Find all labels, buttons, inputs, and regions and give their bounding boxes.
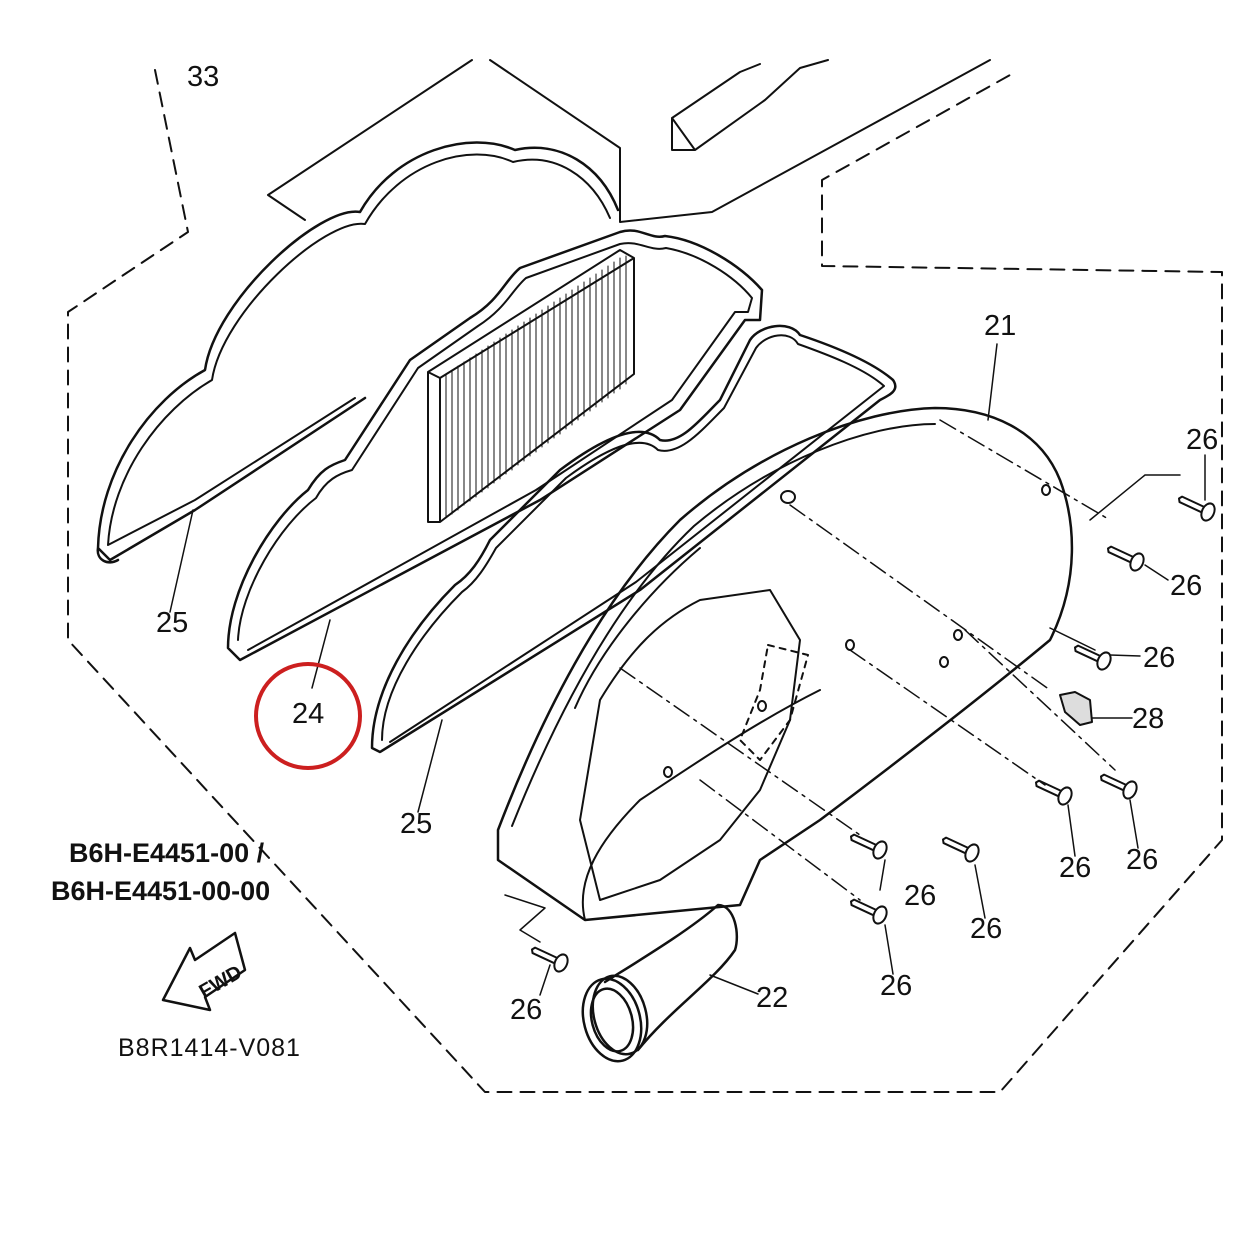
screw-icon <box>1106 545 1145 572</box>
clip-28 <box>1059 691 1093 726</box>
filter-24-frame <box>226 229 764 662</box>
screw-icon <box>1073 644 1112 671</box>
label-33: 33 <box>187 61 220 93</box>
screw-icon <box>1099 773 1138 800</box>
screw-icon <box>530 946 569 973</box>
label-28: 28 <box>1132 703 1165 735</box>
screw-icon <box>941 836 980 863</box>
label-26: 26 <box>1126 844 1159 876</box>
case-21-rim <box>511 423 936 921</box>
gasket-25-back <box>96 141 620 564</box>
label-26: 26 <box>1059 852 1092 884</box>
leader-lines <box>169 343 1206 996</box>
screws-26 <box>530 495 1216 973</box>
diagram-reference-code: B8R1414-V081 <box>118 1034 301 1062</box>
gasket-25-front-inner <box>381 334 885 743</box>
highlight-circle <box>254 662 362 770</box>
label-25-front: 25 <box>400 808 433 840</box>
label-26: 26 <box>904 880 937 912</box>
screw-icon <box>849 833 888 860</box>
label-25-back: 25 <box>156 607 189 639</box>
label-24: 24 <box>292 698 325 730</box>
case-21-holes <box>663 484 1051 778</box>
label-22: 22 <box>756 982 789 1014</box>
filter-24-frame-inner <box>237 242 753 651</box>
fwd-arrow-icon <box>161 931 247 1012</box>
label-21: 21 <box>984 310 1017 342</box>
case-21-outer <box>496 406 1074 922</box>
part-number-line1: B6H-E4451-00 / <box>69 838 265 868</box>
case-21-inner-face <box>579 589 801 901</box>
label-26: 26 <box>970 913 1003 945</box>
screw-icon <box>1034 779 1073 806</box>
label-26: 26 <box>1186 424 1219 456</box>
gasket-25-front <box>370 324 897 754</box>
gasket-25-back-inner <box>107 153 611 546</box>
top-bracket <box>267 59 991 223</box>
duct-22 <box>581 903 739 1063</box>
leader-26-b <box>504 474 1181 943</box>
filter-24-pleats <box>445 255 627 519</box>
screw-icon <box>1177 495 1216 522</box>
screw-icon <box>849 898 888 925</box>
assembly-axes <box>619 419 1116 901</box>
label-26: 26 <box>510 994 543 1026</box>
label-26: 26 <box>1170 570 1203 602</box>
case-21-dashed-detail <box>739 644 809 761</box>
filter-24-media <box>427 249 635 523</box>
part-number-line2: B6H-E4451-00-00 <box>51 876 271 906</box>
label-26: 26 <box>1143 642 1176 674</box>
assembly-boundary <box>67 69 1223 1093</box>
label-26: 26 <box>880 970 913 1002</box>
